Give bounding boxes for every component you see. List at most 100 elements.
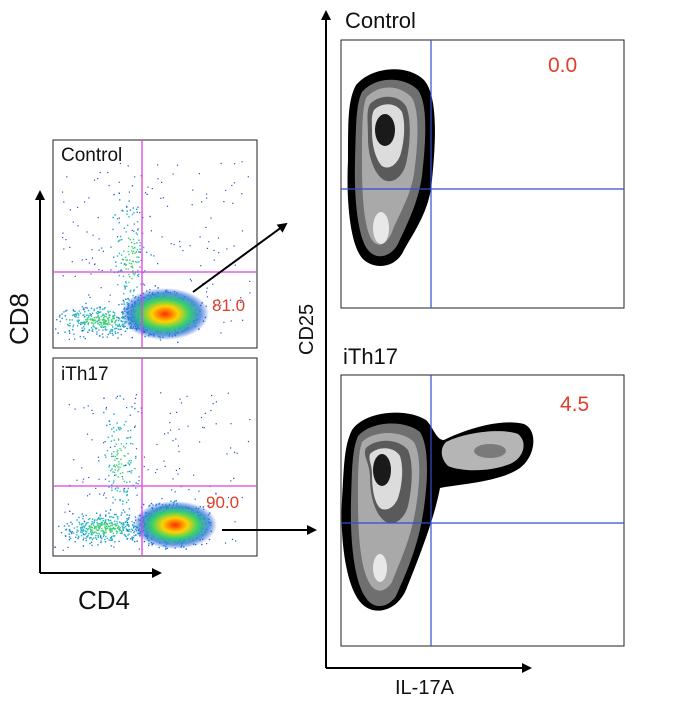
event-dot xyxy=(130,262,133,265)
event-dot xyxy=(74,338,76,340)
event-dot xyxy=(90,537,92,539)
event-dot xyxy=(69,332,71,334)
event-dot xyxy=(87,331,89,333)
event-dot xyxy=(88,314,90,317)
event-dot xyxy=(100,322,102,324)
event-dot xyxy=(83,308,85,311)
event-dot xyxy=(124,288,126,290)
event-dot xyxy=(91,330,93,332)
event-dot xyxy=(157,178,159,180)
event-dot xyxy=(115,265,117,267)
event-dot xyxy=(103,534,105,536)
event-dot xyxy=(111,525,113,527)
event-dot xyxy=(127,250,129,253)
event-dot xyxy=(108,466,110,468)
event-dot xyxy=(69,246,71,248)
event-dot xyxy=(114,314,116,316)
event-dot xyxy=(73,314,75,316)
event-dot xyxy=(81,327,83,329)
event-dot xyxy=(105,515,107,517)
event-dot xyxy=(69,209,71,211)
event-dot xyxy=(115,474,117,476)
event-dot xyxy=(115,487,117,490)
event-dot xyxy=(127,437,129,439)
event-dot xyxy=(72,310,75,312)
event-dot xyxy=(124,535,127,537)
event-dot xyxy=(64,315,66,317)
event-dot xyxy=(110,537,112,539)
event-dot xyxy=(128,533,130,535)
event-dot xyxy=(164,465,166,467)
event-dot xyxy=(71,532,73,535)
event-dot xyxy=(68,533,70,535)
event-dot xyxy=(118,181,120,183)
event-dot xyxy=(76,531,78,533)
event-dot xyxy=(188,489,190,491)
event-dot xyxy=(111,489,113,491)
event-dot xyxy=(111,330,114,332)
event-dot xyxy=(82,481,84,483)
event-dot xyxy=(114,331,116,333)
event-dot xyxy=(234,521,236,523)
event-dot xyxy=(131,185,134,187)
event-dot xyxy=(91,249,93,251)
event-dot xyxy=(106,524,109,526)
event-dot xyxy=(84,323,86,325)
event-dot xyxy=(177,473,179,475)
event-dot xyxy=(111,315,114,318)
event-dot xyxy=(91,319,93,322)
event-dot xyxy=(179,468,181,470)
event-dot xyxy=(156,468,158,470)
event-dot xyxy=(119,426,121,429)
event-dot xyxy=(84,525,86,528)
event-dot xyxy=(113,431,115,433)
event-dot xyxy=(138,239,140,241)
event-dot xyxy=(96,519,98,521)
event-dot xyxy=(130,460,132,462)
event-dot xyxy=(78,521,80,523)
event-dot xyxy=(206,197,208,199)
event-dot xyxy=(104,527,106,529)
event-dot xyxy=(84,530,87,532)
event-dot xyxy=(92,532,94,534)
event-dot xyxy=(95,487,97,489)
event-dot xyxy=(128,200,130,202)
event-dot xyxy=(131,250,133,252)
event-dot xyxy=(116,490,119,492)
event-dot xyxy=(83,326,85,328)
event-dot xyxy=(63,525,66,527)
event-dot xyxy=(128,191,130,193)
event-dot xyxy=(108,520,110,522)
event-dot xyxy=(90,532,93,534)
event-dot xyxy=(105,528,107,530)
event-dot xyxy=(119,199,121,201)
event-dot xyxy=(116,464,118,466)
event-dot xyxy=(95,512,98,514)
event-dot xyxy=(99,518,101,521)
event-dot xyxy=(97,311,100,313)
event-dot xyxy=(128,460,130,462)
event-dot xyxy=(85,523,87,525)
event-dot xyxy=(115,457,118,460)
event-dot xyxy=(62,275,64,277)
event-dot xyxy=(100,524,102,526)
event-dot xyxy=(166,205,169,207)
event-dot xyxy=(126,285,128,287)
event-dot xyxy=(81,467,83,469)
event-dot xyxy=(99,308,101,310)
event-dot xyxy=(81,322,83,324)
event-dot xyxy=(111,484,113,486)
event-dot xyxy=(81,513,83,515)
event-dot xyxy=(98,311,101,313)
event-dot xyxy=(139,251,141,253)
event-dot xyxy=(126,437,128,439)
event-dot xyxy=(125,282,127,284)
event-dot xyxy=(247,440,250,443)
right-ith17-contour-plot xyxy=(340,374,625,647)
event-dot xyxy=(234,264,236,266)
event-dot xyxy=(144,192,147,194)
event-dot xyxy=(117,426,119,429)
event-dot xyxy=(131,443,134,445)
event-dot xyxy=(95,535,97,537)
event-dot xyxy=(95,327,97,329)
